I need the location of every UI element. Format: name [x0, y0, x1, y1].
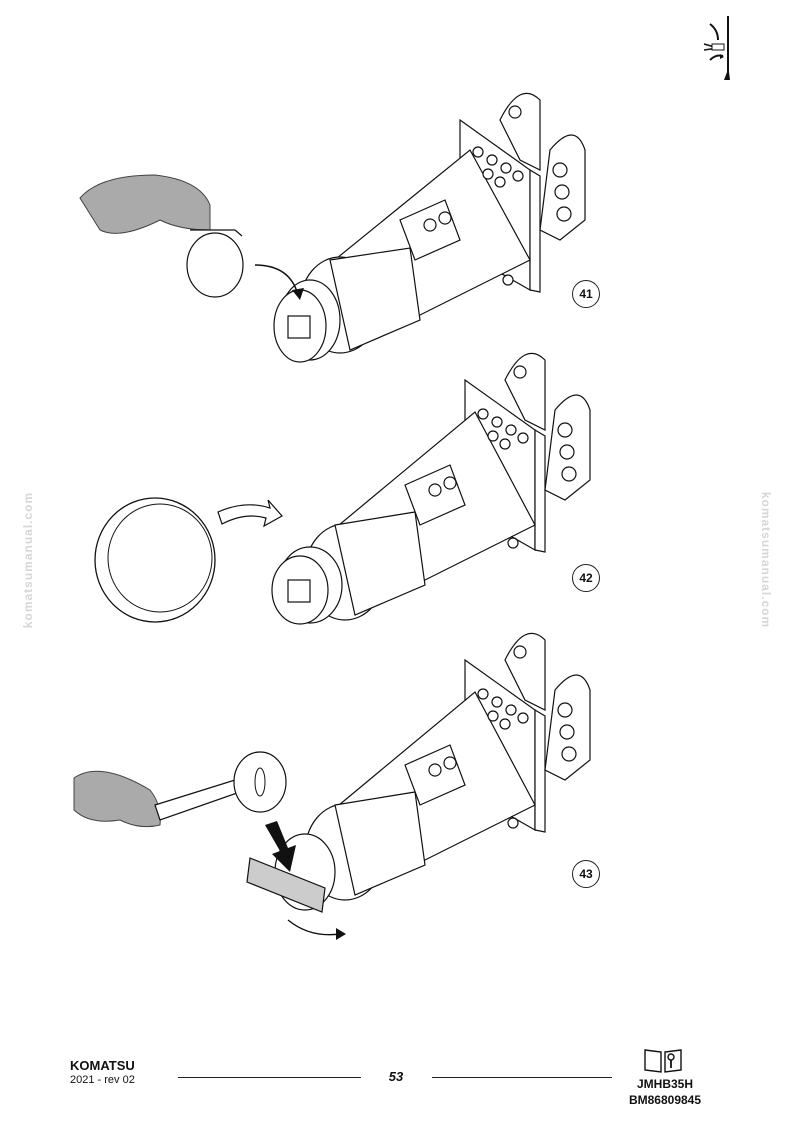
model-code: JMHB35H	[636, 1077, 693, 1091]
footer-date-revision: 2021 - rev 02	[70, 1074, 135, 1086]
document-code: BM86809845	[628, 1093, 702, 1107]
footer-rule-left	[178, 1077, 361, 1078]
page-number: 53	[388, 1069, 404, 1084]
manual-book-wrench-icon	[643, 1046, 683, 1074]
watermark-right: komatsumanual.com	[759, 491, 773, 629]
tool-path-icon	[696, 14, 742, 82]
figure-step-43: 43	[60, 620, 620, 950]
footer-brand: KOMATSU	[70, 1058, 135, 1073]
step-badge: 42	[572, 564, 600, 592]
figure-step-41: 41	[60, 80, 620, 380]
watermark-left: komatsumanual.com	[21, 491, 35, 629]
step-badge: 41	[572, 280, 600, 308]
figure-step-42: 42	[60, 340, 620, 650]
footer-rule-right	[432, 1077, 612, 1078]
step-badge: 43	[572, 860, 600, 888]
